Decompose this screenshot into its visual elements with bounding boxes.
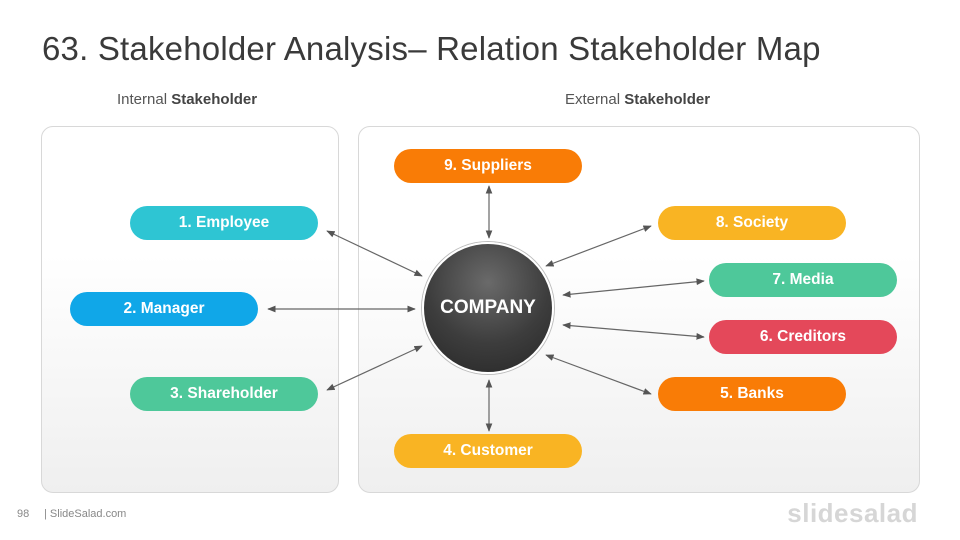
slide-title: 63. Stakeholder Analysis– Relation Stake… (42, 30, 821, 67)
arrow-banks (545, 354, 652, 395)
page-number: 98 (17, 508, 30, 520)
company-node: COMPANY (422, 242, 554, 374)
internal-label-prefix: Internal (117, 91, 168, 108)
creditors-node: 6. Creditors (709, 320, 897, 354)
shareholder-node: 3. Shareholder (130, 377, 318, 411)
external-label-bold: Stakeholder (624, 91, 711, 108)
external-label-prefix: External (565, 91, 621, 108)
arrow-employee (326, 230, 423, 277)
manager-node: 2. Manager (70, 292, 258, 326)
banks-node: 5. Banks (658, 377, 846, 411)
internal-stakeholder-label: Internal Stakeholder (117, 91, 257, 108)
arrow-shareholder (326, 345, 423, 391)
society-node: 8. Society (658, 206, 846, 240)
media-node: 7. Media (709, 263, 897, 297)
internal-label-bold: Stakeholder (171, 91, 258, 108)
slidesalad-logo: slidesalad (787, 498, 918, 528)
footer-site: | SlideSalad.com (44, 508, 127, 520)
arrow-media (562, 278, 705, 298)
employee-node: 1. Employee (130, 206, 318, 240)
arrow-creditors (562, 322, 705, 340)
external-stakeholder-label: External Stakeholder (565, 91, 710, 108)
arrow-society (545, 225, 652, 267)
suppliers-node: 9. Suppliers (394, 149, 582, 183)
customer-node: 4. Customer (394, 434, 582, 468)
